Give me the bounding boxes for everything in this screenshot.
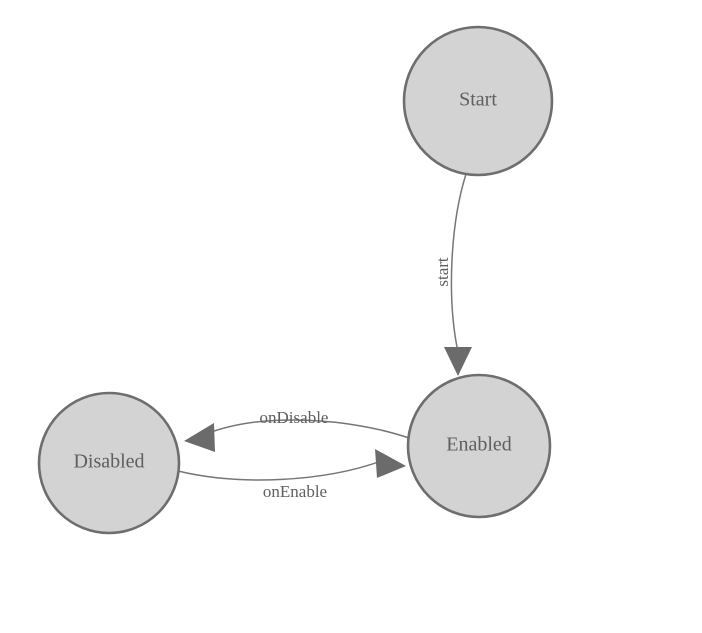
edge-label-onenable: onEnable — [263, 482, 327, 501]
node-start-label: Start — [459, 89, 497, 111]
edge-label-start: start — [433, 257, 452, 287]
edge-start-to-enabled-arrowhead — [444, 347, 472, 376]
node-enabled[interactable]: Enabled — [406, 373, 552, 519]
edge-disabled-to-enabled[interactable]: onEnable — [177, 449, 406, 501]
edge-disabled-to-enabled-path — [177, 459, 385, 481]
edge-disabled-to-enabled-arrowhead — [375, 449, 406, 478]
edge-enabled-to-disabled[interactable]: onDisable — [184, 408, 410, 452]
edge-label-ondisable: onDisable — [260, 408, 329, 427]
node-disabled-circle — [37, 391, 181, 535]
edge-start-to-enabled[interactable]: start — [433, 173, 472, 376]
node-start-circle — [402, 25, 554, 177]
edge-start-to-enabled-path — [450, 173, 467, 353]
node-enabled-circle — [406, 373, 552, 519]
node-disabled[interactable]: Disabled — [37, 391, 181, 535]
node-start[interactable]: Start — [402, 25, 554, 177]
edge-enabled-to-disabled-path — [205, 419, 410, 439]
edge-enabled-to-disabled-arrowhead — [184, 423, 215, 452]
node-enabled-label: Enabled — [446, 434, 512, 456]
node-disabled-label: Disabled — [73, 451, 144, 473]
